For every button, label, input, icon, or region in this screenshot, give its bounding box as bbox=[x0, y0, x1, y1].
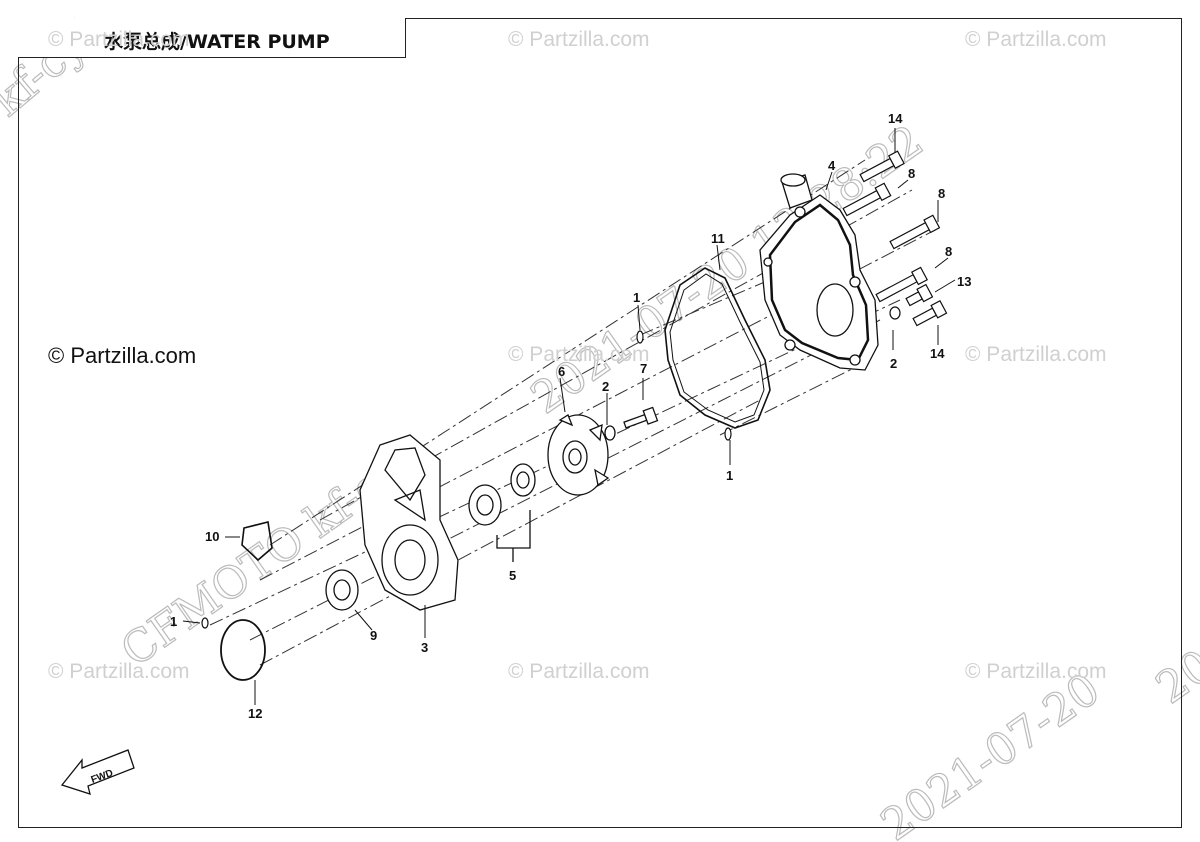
callout-10: 10 bbox=[205, 529, 219, 544]
callout-12: 12 bbox=[248, 706, 262, 721]
callout-4: 4 bbox=[828, 158, 836, 173]
callout-14-bottom: 14 bbox=[930, 346, 945, 361]
callout-8-b: 8 bbox=[938, 186, 945, 201]
callout-8-c: 8 bbox=[945, 244, 952, 259]
diagram-title: 水泵总成/WATER PUMP bbox=[104, 31, 330, 53]
callout-9: 9 bbox=[370, 628, 377, 643]
bolts-right bbox=[636, 150, 948, 441]
watermark-bottom-center: © Partzilla.com bbox=[508, 660, 650, 683]
callout-8-a: 8 bbox=[908, 166, 915, 181]
callout-11: 11 bbox=[711, 231, 725, 246]
watermark-mid-center: © Partzilla.com bbox=[508, 343, 650, 366]
watermark-bottom-left: © Partzilla.com bbox=[48, 660, 190, 683]
dowel-part-1 bbox=[201, 617, 209, 629]
callout-13: 13 bbox=[957, 274, 971, 289]
callout-2-b: 2 bbox=[602, 379, 609, 394]
title-box bbox=[18, 18, 406, 58]
gasket-part-11 bbox=[664, 267, 771, 429]
watermark-bottom-right: © Partzilla.com bbox=[965, 660, 1107, 683]
seal-part-5 bbox=[468, 463, 536, 562]
fwd-arrow-icon: FWD bbox=[60, 749, 135, 795]
callout-1-a: 1 bbox=[633, 290, 640, 305]
watermark-mid-right: © Partzilla.com bbox=[965, 343, 1107, 366]
impeller-part-6 bbox=[547, 406, 659, 496]
callout-labels: 14 4 8 8 11 8 13 1 2 14 6 2 7 1 10 5 1 9… bbox=[170, 111, 971, 721]
watermark-top-right: © Partzilla.com bbox=[965, 28, 1107, 51]
watermark-top-left: © Partzilla.com bbox=[48, 28, 190, 51]
callout-3: 3 bbox=[421, 640, 428, 655]
housing-part-3 bbox=[359, 434, 459, 611]
watermark-top-center: © Partzilla.com bbox=[508, 28, 650, 51]
callout-7: 7 bbox=[640, 361, 647, 376]
callout-5: 5 bbox=[509, 568, 516, 583]
callout-1-c: 1 bbox=[170, 614, 177, 629]
leader-lines bbox=[182, 128, 956, 705]
drawing-frame bbox=[18, 18, 1182, 828]
callout-14-top: 14 bbox=[888, 111, 903, 126]
bearing-part-9 bbox=[325, 569, 359, 611]
callout-1-b: 1 bbox=[726, 468, 733, 483]
o-ring-part-12 bbox=[220, 619, 266, 681]
pump-cover-part-4 bbox=[759, 173, 879, 371]
copyright-label: © Partzilla.com bbox=[48, 343, 197, 368]
seal-part-10 bbox=[241, 521, 273, 562]
callout-2-a: 2 bbox=[890, 356, 897, 371]
callout-6: 6 bbox=[558, 364, 565, 379]
